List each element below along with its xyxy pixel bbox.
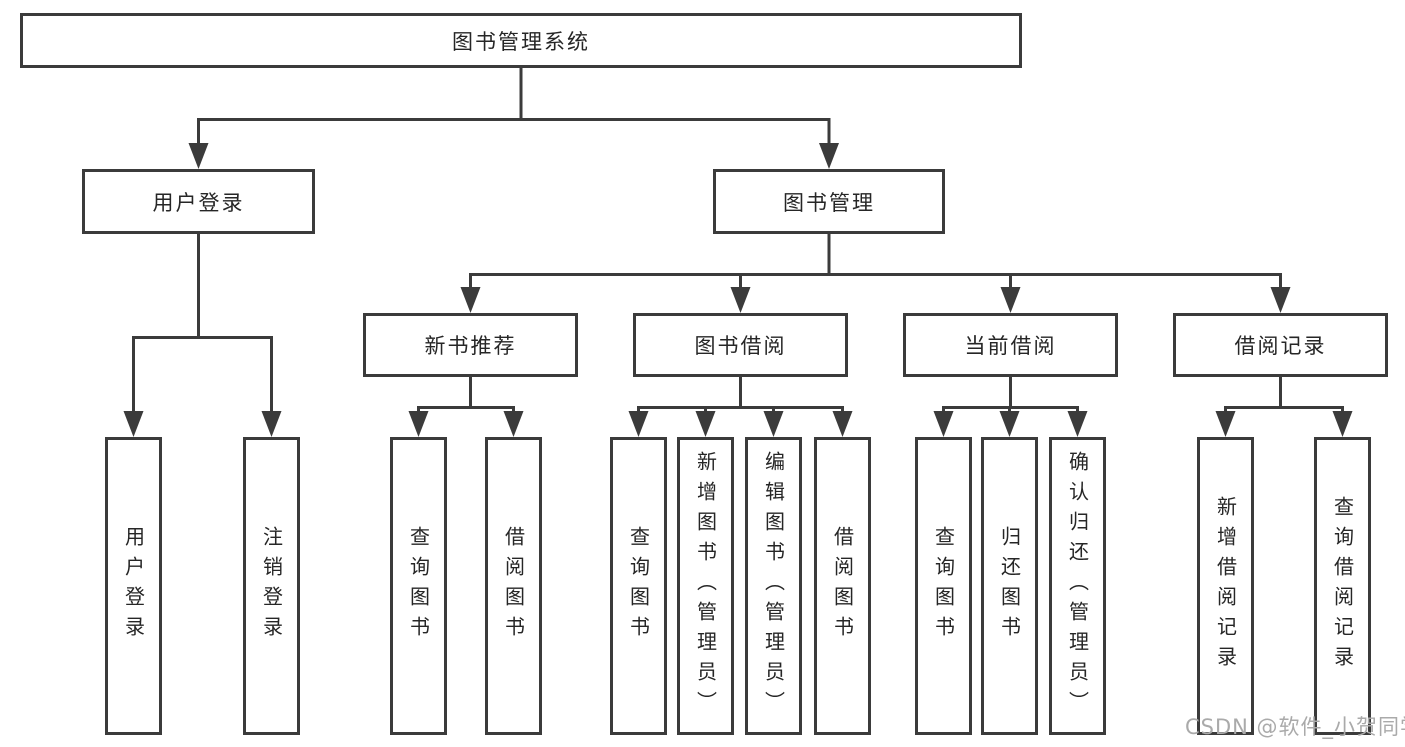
node-root: 图书管理系统 <box>20 13 1022 68</box>
node-root-label: 图书管理系统 <box>452 29 590 54</box>
node-book-borrow-label: 图书借阅 <box>694 334 787 358</box>
watermark: CSDN @软件_小贺同学 <box>1185 715 1405 739</box>
leaf-borrow-books-recommend: 借阅图书 <box>485 437 542 735</box>
leaf-query-borrow-record: 查询借阅记录 <box>1314 437 1371 735</box>
node-current-borrow: 当前借阅 <box>903 313 1118 377</box>
node-borrow-records-label: 借阅记录 <box>1234 334 1327 358</box>
connector-root <box>188 68 839 169</box>
connector-book-borrow <box>628 377 853 437</box>
connector-user-login <box>123 234 282 437</box>
connector-new-book-recommend <box>408 377 524 437</box>
leaf-confirm-return-admin-label: 确认归还（管理员） <box>1065 451 1090 721</box>
leaf-borrow-books-recommend-label: 借阅图书 <box>501 526 526 646</box>
node-user-login: 用户登录 <box>82 169 315 234</box>
leaf-query-books-borrow: 查询图书 <box>610 437 667 735</box>
connector-book-management <box>460 234 1291 313</box>
connector-borrow-records <box>1215 377 1353 437</box>
leaf-logout: 注销登录 <box>243 437 300 735</box>
node-borrow-records: 借阅记录 <box>1173 313 1388 377</box>
node-book-management-label: 图书管理 <box>783 190 875 215</box>
node-book-management: 图书管理 <box>713 169 945 234</box>
leaf-query-borrow-record-label: 查询借阅记录 <box>1330 496 1355 676</box>
leaf-return-book: 归还图书 <box>981 437 1038 735</box>
node-current-borrow-label: 当前借阅 <box>964 334 1057 358</box>
leaf-edit-book-admin: 编辑图书（管理员） <box>745 437 802 735</box>
connector-current-borrow <box>933 377 1088 437</box>
leaf-edit-book-admin-label: 编辑图书（管理员） <box>761 451 786 721</box>
leaf-query-books-recommend-label: 查询图书 <box>406 526 431 646</box>
leaf-return-book-label: 归还图书 <box>997 526 1022 646</box>
leaf-add-book-admin: 新增图书（管理员） <box>677 437 734 735</box>
leaf-user-login-label: 用户登录 <box>121 526 146 646</box>
leaf-confirm-return-admin: 确认归还（管理员） <box>1049 437 1106 735</box>
leaf-user-login: 用户登录 <box>105 437 162 735</box>
leaf-query-books-current: 查询图书 <box>915 437 972 735</box>
leaf-query-books-borrow-label: 查询图书 <box>626 526 651 646</box>
leaf-add-borrow-record-label: 新增借阅记录 <box>1213 496 1238 676</box>
leaf-add-book-admin-label: 新增图书（管理员） <box>693 451 718 721</box>
leaf-logout-label: 注销登录 <box>259 526 284 646</box>
leaf-query-books-recommend: 查询图书 <box>390 437 447 735</box>
node-new-book-recommend: 新书推荐 <box>363 313 578 377</box>
leaf-borrow-books-label: 借阅图书 <box>830 526 855 646</box>
node-book-borrow: 图书借阅 <box>633 313 848 377</box>
node-user-login-label: 用户登录 <box>152 190 245 215</box>
leaf-borrow-books: 借阅图书 <box>814 437 871 735</box>
leaf-add-borrow-record: 新增借阅记录 <box>1197 437 1254 735</box>
node-new-book-recommend-label: 新书推荐 <box>424 334 517 358</box>
leaf-query-books-current-label: 查询图书 <box>931 526 956 646</box>
